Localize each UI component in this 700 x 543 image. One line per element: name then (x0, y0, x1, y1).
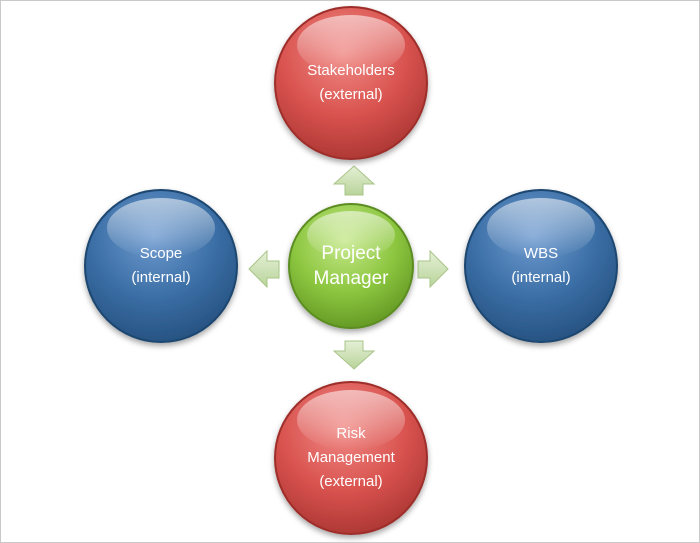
arrow-right (417, 249, 449, 289)
node-top-circle (274, 6, 428, 160)
arrow-up (332, 165, 376, 196)
node-right-circle (464, 189, 618, 343)
node-center-circle (288, 203, 414, 329)
node-left-circle (84, 189, 238, 343)
arrow-down (332, 340, 376, 370)
arrow-left (248, 249, 280, 289)
node-bottom-circle (274, 381, 428, 535)
